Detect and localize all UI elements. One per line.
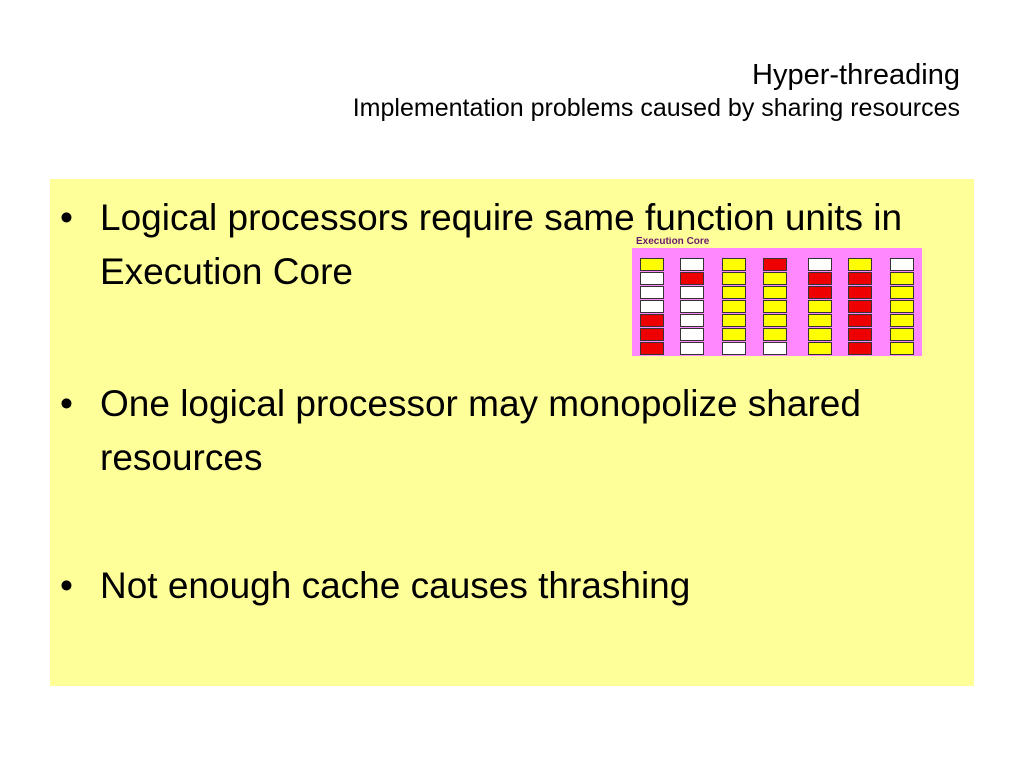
bullet-marker: • (60, 565, 73, 606)
bullet-text: One logical processor may monopolize sha… (100, 383, 861, 478)
execution-unit-cell (808, 286, 832, 299)
execution-unit-cell (890, 314, 914, 327)
execution-unit-column (680, 258, 704, 356)
execution-unit-cell (722, 328, 746, 341)
execution-unit-cell (848, 314, 872, 327)
execution-unit-cell (890, 286, 914, 299)
execution-core-label: Execution Core (636, 237, 710, 247)
title-main: Hyper-threading (752, 59, 960, 91)
execution-unit-cell (722, 314, 746, 327)
execution-unit-cell (680, 342, 704, 355)
execution-core-diagram (632, 248, 922, 356)
execution-unit-cell (808, 300, 832, 313)
execution-unit-cell (763, 342, 787, 355)
execution-unit-cell (722, 286, 746, 299)
execution-unit-cell (808, 258, 832, 271)
execution-unit-column (848, 258, 872, 356)
execution-unit-cell (722, 300, 746, 313)
execution-unit-cell (890, 300, 914, 313)
execution-unit-cell (640, 342, 664, 355)
bullet-text: Not enough cache causes thrashing (100, 565, 691, 606)
execution-unit-cell (808, 328, 832, 341)
execution-unit-column (722, 258, 746, 356)
execution-unit-cell (848, 272, 872, 285)
execution-unit-cell (680, 258, 704, 271)
bullet-marker: • (60, 197, 73, 238)
execution-unit-cell (763, 328, 787, 341)
execution-unit-cell (640, 286, 664, 299)
execution-unit-cell (640, 272, 664, 285)
execution-unit-cell (890, 272, 914, 285)
execution-unit-cell (680, 328, 704, 341)
execution-unit-cell (808, 272, 832, 285)
bullet-marker: • (60, 383, 73, 424)
execution-unit-cell (848, 342, 872, 355)
execution-unit-cell (890, 342, 914, 355)
execution-unit-cell (890, 328, 914, 341)
execution-unit-cell (848, 286, 872, 299)
execution-unit-cell (808, 314, 832, 327)
execution-unit-cell (722, 342, 746, 355)
execution-unit-cell (848, 300, 872, 313)
execution-unit-cell (763, 314, 787, 327)
execution-unit-cell (808, 342, 832, 355)
execution-unit-cell (848, 258, 872, 271)
execution-unit-column (763, 258, 787, 356)
execution-unit-cell (722, 272, 746, 285)
execution-unit-cell (763, 258, 787, 271)
execution-unit-cell (680, 272, 704, 285)
execution-unit-cell (640, 314, 664, 327)
bullet-text: Logical processors require same function… (100, 197, 903, 292)
execution-unit-cell (890, 258, 914, 271)
execution-unit-cell (680, 300, 704, 313)
title-subtitle: Implementation problems caused by sharin… (352, 94, 960, 122)
execution-unit-column (808, 258, 832, 356)
execution-unit-cell (848, 328, 872, 341)
slide-title: Hyper-threading Implementation problems … (353, 58, 960, 124)
execution-unit-cell (763, 286, 787, 299)
execution-unit-cell (640, 300, 664, 313)
execution-unit-cell (680, 286, 704, 299)
execution-unit-cell (722, 258, 746, 271)
execution-unit-cell (763, 272, 787, 285)
execution-unit-column (890, 258, 914, 356)
execution-unit-cell (640, 258, 664, 271)
execution-unit-cell (763, 300, 787, 313)
execution-unit-column (640, 258, 664, 356)
execution-unit-cell (680, 314, 704, 327)
execution-unit-cell (640, 328, 664, 341)
